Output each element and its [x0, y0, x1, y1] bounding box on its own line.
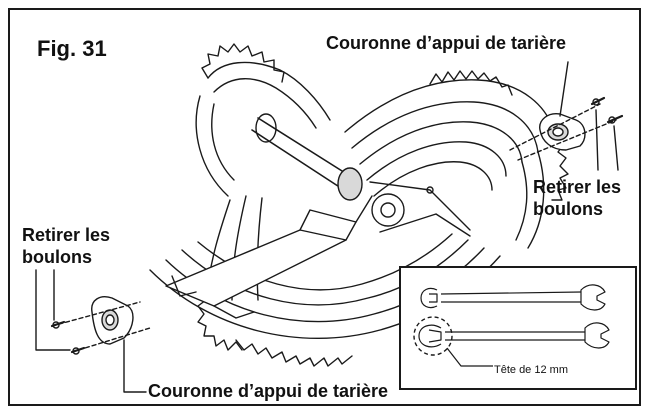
right-bolts-callout: Retirer les boulons — [533, 176, 621, 220]
left-bolts-callout: Retirer les boulons — [22, 224, 110, 268]
right-bolts-line2: boulons — [533, 199, 603, 219]
figure-number: Fig. 31 — [37, 36, 107, 61]
gearbox-frame — [165, 195, 373, 319]
wrench-upper — [420, 284, 606, 311]
left-bolts-line1: Retirer les — [22, 225, 111, 245]
left-bolt-lower — [70, 346, 86, 355]
wrench-lower — [418, 322, 610, 349]
auger-blade-right — [344, 70, 569, 249]
bottom-collar-callout: Couronne d’appui de tarière — [148, 381, 389, 401]
wrench-size-caption: Tête de 12 mm — [494, 364, 568, 376]
left-auger-collar — [35, 269, 151, 393]
right-bolt-lower — [606, 114, 624, 124]
right-bolt-upper — [590, 96, 606, 106]
auger-shaft — [251, 113, 471, 237]
top-collar-callout: Couronne d’appui de tarière — [326, 33, 567, 53]
right-bolts-line1: Retirer les — [533, 177, 622, 197]
double-open-end-wrench-icon — [413, 284, 610, 367]
left-bolts-line2: boulons — [22, 247, 92, 267]
left-bolt-upper — [50, 320, 66, 329]
right-auger-collar — [509, 61, 624, 171]
wrench-inset — [399, 266, 637, 390]
highlight-circle — [413, 316, 453, 356]
